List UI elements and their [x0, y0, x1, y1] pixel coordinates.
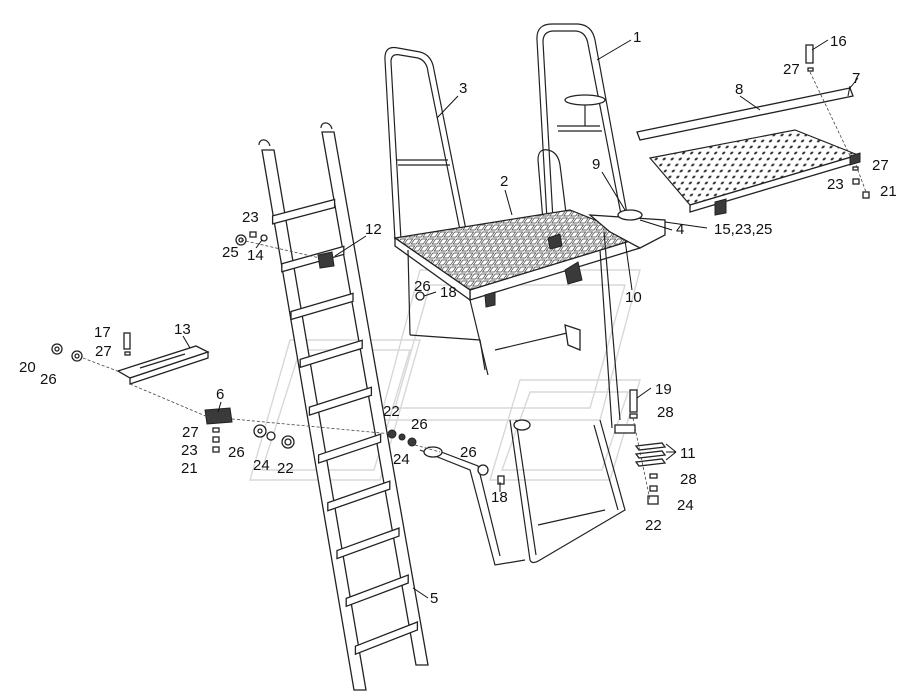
ladder-rung	[327, 480, 391, 512]
extension-platform	[636, 87, 861, 216]
callout-21: 21	[181, 460, 198, 477]
ladder-rung	[345, 574, 409, 608]
callout-24: 24	[677, 497, 694, 514]
callout-15-23-25: 15,23,25	[714, 221, 772, 238]
callout-27: 27	[95, 343, 112, 360]
callout-16: 16	[830, 33, 847, 50]
callout-1: 1	[633, 29, 641, 46]
callout-22: 22	[383, 403, 400, 420]
ladder-rung	[354, 621, 419, 656]
callout-12: 12	[365, 221, 382, 238]
callout-26: 26	[40, 371, 57, 388]
callout-11: 11	[680, 445, 696, 462]
ladder-rung	[271, 198, 336, 225]
callout-7: 7	[852, 70, 860, 87]
callout-22: 22	[277, 460, 294, 477]
assembly-guide-lines	[82, 71, 867, 501]
bracket-part-12	[317, 251, 335, 269]
ladder-rung	[299, 339, 363, 369]
callout-20: 20	[19, 359, 36, 376]
callout-5: 5	[430, 590, 438, 607]
callout-25: 25	[222, 244, 239, 261]
callout-3: 3	[459, 80, 467, 97]
ladder-part-5	[258, 122, 429, 691]
platform-assembly	[384, 23, 666, 564]
ladder-rung	[317, 433, 382, 464]
callout-24: 24	[253, 457, 270, 474]
ladder-rung	[290, 292, 354, 321]
callout-27: 27	[182, 424, 199, 441]
callout-28: 28	[657, 404, 674, 421]
callout-2: 2	[500, 173, 508, 190]
callout-23: 23	[827, 176, 844, 193]
callout-21: 21	[880, 183, 897, 200]
callout-18: 18	[491, 489, 508, 506]
clamp-rod	[419, 419, 531, 566]
callout-9: 9	[592, 156, 600, 173]
step-assembly	[116, 345, 233, 425]
callout-17: 17	[94, 324, 111, 341]
callout-14: 14	[247, 247, 264, 264]
callout-8: 8	[735, 81, 743, 98]
callout-27: 27	[872, 157, 889, 174]
callout-19: 19	[655, 381, 672, 398]
callout-10: 10	[625, 289, 642, 306]
callout-labels: 1 2 3 4 5 6 7 8 9 10 11 12 13 14 15,23,2…	[19, 29, 897, 607]
ladder-rung	[308, 386, 373, 417]
callout-27: 27	[783, 61, 800, 78]
callout-23: 23	[181, 442, 198, 459]
callout-26: 26	[228, 444, 245, 461]
leader-lines	[182, 39, 859, 599]
callout-26: 26	[411, 416, 428, 433]
callout-26: 26	[460, 444, 477, 461]
callout-24: 24	[393, 451, 410, 468]
callout-28: 28	[680, 471, 697, 488]
callout-13: 13	[174, 321, 191, 338]
callout-22: 22	[645, 517, 662, 534]
callout-4: 4	[676, 221, 684, 238]
ladder-rung	[336, 527, 400, 560]
callout-18: 18	[440, 284, 457, 301]
fasteners	[51, 44, 870, 505]
callout-6: 6	[216, 386, 224, 403]
callout-26: 26	[414, 278, 431, 295]
callout-23: 23	[242, 209, 259, 226]
